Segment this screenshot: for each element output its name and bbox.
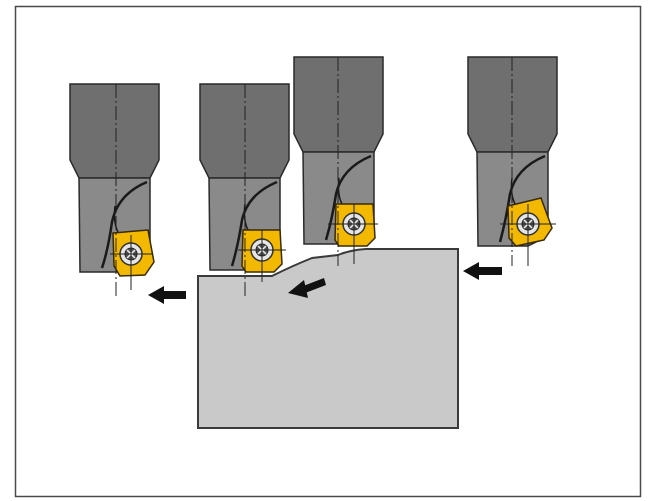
tool-2 [199, 83, 290, 296]
tool-4 [467, 56, 558, 266]
tool-2-groove [230, 180, 278, 267]
tool-3 [293, 56, 384, 266]
tool-4-groove [498, 154, 546, 243]
feed-arrow-3 [463, 262, 502, 280]
workpiece-block [197, 248, 459, 429]
tool-1-groove [100, 180, 148, 269]
tool-1 [69, 83, 160, 296]
tool-3-groove [324, 154, 372, 241]
feed-arrow-1 [148, 286, 186, 304]
feed-arrow-2 [288, 278, 326, 298]
tool-1-head [69, 83, 160, 179]
